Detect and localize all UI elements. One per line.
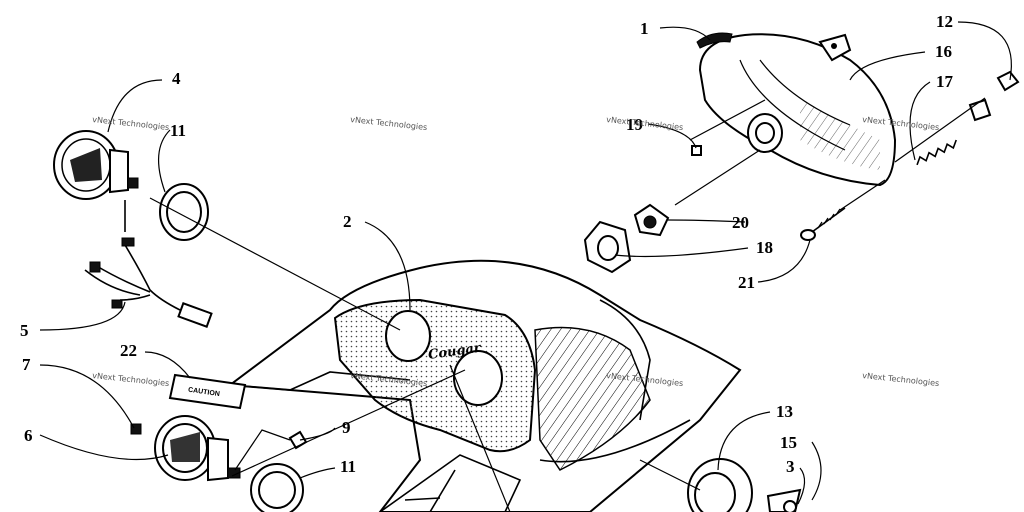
watermark-3: vNext Technologies (606, 115, 684, 132)
callout-11-lower: 11 (340, 457, 356, 476)
callout-9: 9 (342, 418, 351, 437)
indicator-bulb (130, 423, 142, 435)
caution-decal: CAUTION (168, 373, 247, 410)
callout-2: 2 (343, 212, 352, 231)
caution-decal-text: CAUTION (188, 387, 221, 398)
callout-12: 12 (936, 12, 953, 31)
gauge-13 (687, 458, 753, 512)
callout-11-upper: 11 (170, 121, 186, 140)
adjuster-spring (916, 139, 957, 166)
callout-5: 5 (20, 321, 29, 340)
hood-logo: Cougar (427, 341, 483, 363)
gauge-bezel-lower (250, 463, 304, 512)
callout-20: 20 (732, 213, 749, 232)
watermark-2: vNext Technologies (350, 115, 428, 132)
callout-15: 15 (780, 433, 797, 452)
gauge-hole-left (385, 310, 431, 362)
callout-1: 1 (640, 19, 649, 38)
callout-6: 6 (24, 426, 33, 445)
watermark-8: vNext Technologies (862, 371, 940, 388)
dash-panel (333, 298, 537, 453)
watermark-5: vNext Technologies (92, 371, 170, 388)
callout-19: 19 (626, 115, 643, 134)
headlight-bulb (633, 203, 670, 237)
watermark-1: vNext Technologies (92, 115, 170, 132)
adjuster-bolt (800, 207, 846, 241)
callout-17: 17 (936, 72, 954, 91)
callout-22: 22 (120, 341, 137, 360)
part-15 (766, 488, 802, 512)
bulb-retaining-ring (583, 220, 632, 274)
callout-4: 4 (172, 69, 181, 88)
hood-assembly: Cougar (227, 259, 742, 512)
gauge-hole-right (453, 350, 503, 406)
callout-18: 18 (756, 238, 773, 257)
gauge-bezel-upper (159, 183, 209, 241)
callout-numbers: 1 2 3 4 5 6 7 9 11 11 12 13 15 16 17 18 … (20, 12, 954, 476)
wiring-harness (84, 200, 213, 328)
callout-13: 13 (776, 402, 793, 421)
leader-lines (39, 21, 1012, 512)
tachometer (53, 130, 139, 200)
speedometer (154, 415, 241, 482)
callout-21: 21 (738, 273, 755, 292)
screw-19 (691, 145, 702, 156)
callout-7: 7 (22, 355, 31, 374)
callout-16: 16 (935, 42, 952, 61)
callout-3: 3 (786, 457, 795, 476)
